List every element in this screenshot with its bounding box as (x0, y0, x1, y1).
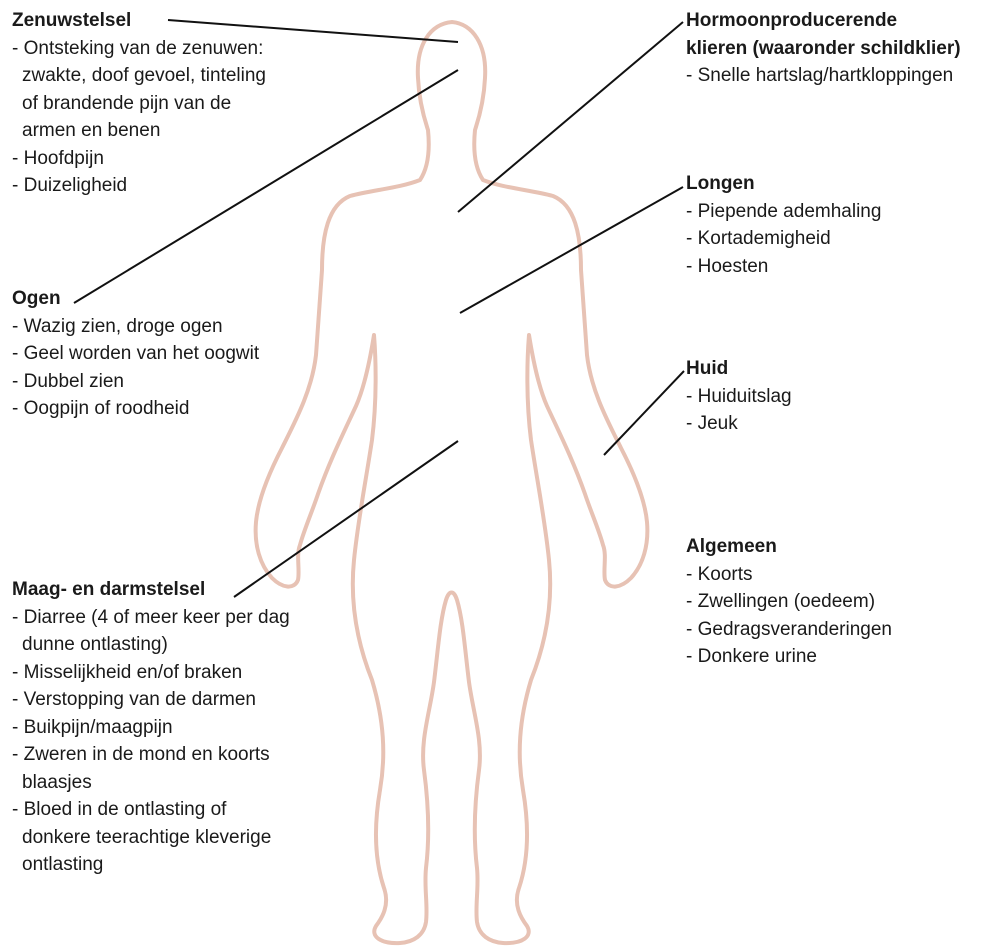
list-item: - Koorts (686, 561, 892, 589)
leader-lungs (460, 187, 683, 313)
list-item: - Kortademigheid (686, 225, 881, 253)
list-item: - Duizeligheid (12, 172, 266, 200)
leader-skin (604, 371, 684, 455)
hormone-glands-title-line1: Hormoonproducerende (686, 7, 961, 35)
list-item: - Hoofdpijn (12, 145, 266, 173)
list-item: - Geel worden van het oogwit (12, 340, 259, 368)
list-item: - Diarree (4 of meer keer per dag (12, 604, 290, 632)
digestive-system-title: Maag- en darmstelsel (12, 576, 290, 604)
hormone-glands-block: Hormoonproducerende klieren (waaronder s… (686, 7, 961, 90)
list-item: donkere teerachtige kleverige (12, 824, 290, 852)
general-block: Algemeen - Koorts - Zwellingen (oedeem) … (686, 533, 892, 671)
skin-title: Huid (686, 355, 792, 383)
list-item: ontlasting (12, 851, 290, 879)
list-item: - Gedragsveranderingen (686, 616, 892, 644)
list-item: - Oogpijn of roodheid (12, 395, 259, 423)
list-item: of brandende pijn van de (12, 90, 266, 118)
list-item: blaasjes (12, 769, 290, 797)
list-item: dunne ontlasting) (12, 631, 290, 659)
list-item: - Zwellingen (oedeem) (686, 588, 892, 616)
list-item: armen en benen (12, 117, 266, 145)
list-item: - Piepende ademhaling (686, 198, 881, 226)
skin-block: Huid - Huiduitslag - Jeuk (686, 355, 792, 438)
leader-gut (234, 441, 458, 597)
lungs-list: - Piepende ademhaling - Kortademigheid -… (686, 198, 881, 281)
list-item: - Hoesten (686, 253, 881, 281)
leader-hormone (458, 22, 683, 212)
list-item: - Dubbel zien (12, 368, 259, 396)
nervous-system-block: Zenuwstelsel - Ontsteking van de zenuwen… (12, 7, 266, 200)
list-item: - Verstopping van de darmen (12, 686, 290, 714)
list-item: - Misselijkheid en/of braken (12, 659, 290, 687)
nervous-system-title: Zenuwstelsel (12, 7, 266, 35)
list-item: - Bloed in de ontlasting of (12, 796, 290, 824)
digestive-system-block: Maag- en darmstelsel - Diarree (4 of mee… (12, 576, 290, 879)
eyes-list: - Wazig zien, droge ogen - Geel worden v… (12, 313, 259, 423)
general-title: Algemeen (686, 533, 892, 561)
list-item: - Jeuk (686, 410, 792, 438)
digestive-system-list: - Diarree (4 of meer keer per dag dunne … (12, 604, 290, 879)
list-item: - Wazig zien, droge ogen (12, 313, 259, 341)
hormone-glands-list: - Snelle hartslag/hartkloppingen (686, 62, 961, 90)
general-list: - Koorts - Zwellingen (oedeem) - Gedrags… (686, 561, 892, 671)
list-item: zwakte, doof gevoel, tinteling (12, 62, 266, 90)
list-item: - Buikpijn/maagpijn (12, 714, 290, 742)
eyes-title: Ogen (12, 285, 259, 313)
eyes-block: Ogen - Wazig zien, droge ogen - Geel wor… (12, 285, 259, 423)
list-item: - Ontsteking van de zenuwen: (12, 35, 266, 63)
lungs-block: Longen - Piepende ademhaling - Kortademi… (686, 170, 881, 280)
nervous-system-list: - Ontsteking van de zenuwen: zwakte, doo… (12, 35, 266, 200)
list-item: - Donkere urine (686, 643, 892, 671)
skin-list: - Huiduitslag - Jeuk (686, 383, 792, 438)
list-item: - Huiduitslag (686, 383, 792, 411)
hormone-glands-title-line2: klieren (waaronder schildklier) (686, 35, 961, 63)
list-item: - Zweren in de mond en koorts (12, 741, 290, 769)
list-item: - Snelle hartslag/hartkloppingen (686, 62, 961, 90)
lungs-title: Longen (686, 170, 881, 198)
body-outline (256, 22, 648, 943)
